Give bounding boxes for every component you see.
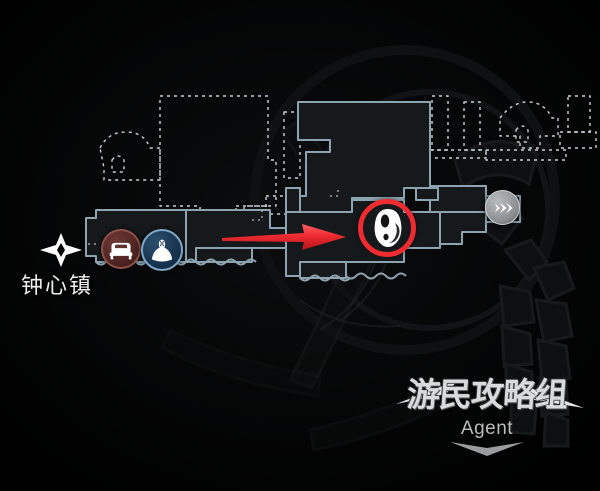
shopkeeper-icon [151,239,173,262]
shop-marker[interactable] [141,229,183,271]
bench-marker[interactable] [101,229,141,269]
target-highlight-ring [358,199,416,257]
unexplored-rooms-right [401,95,597,161]
bed-icon [109,242,133,260]
unexplored-stubs [86,186,339,245]
direction-arrow-icon [222,224,346,250]
fast-travel-marker[interactable] [485,190,520,225]
player-location-star-icon [40,233,82,267]
area-name-label: 钟心镇 [21,274,94,299]
fast-travel-chevron-icon [494,201,513,214]
